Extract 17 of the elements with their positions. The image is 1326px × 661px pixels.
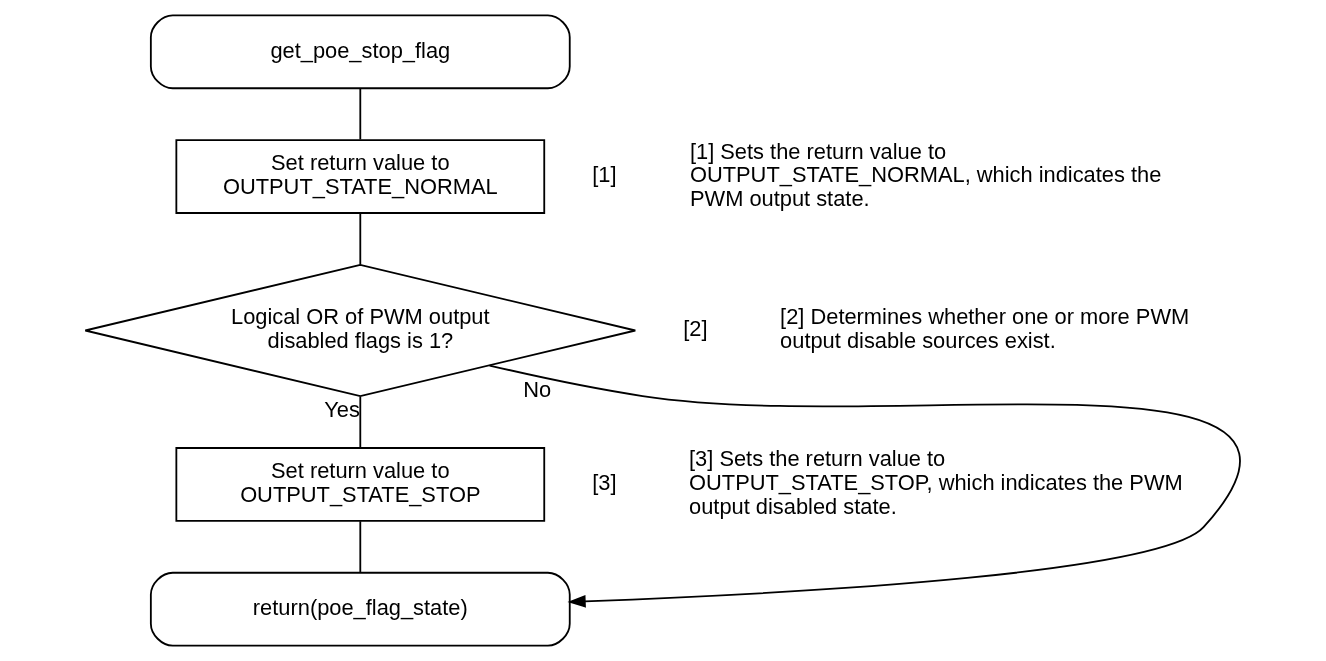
- connector: [359, 396, 362, 449]
- edge-label: No: [523, 376, 552, 402]
- arrow: [488, 364, 1241, 608]
- node-box: Set return value to OUTPUT_STATE_STOP: [175, 447, 546, 522]
- connector: [359, 87, 362, 141]
- node-label: [1]: [592, 162, 617, 188]
- node-box: return(poe_flag_state): [149, 571, 571, 647]
- connector: [359, 212, 362, 266]
- node-label: [2]: [683, 316, 708, 342]
- label: [3] Sets the return value to OUTPUT_STATE_STOP, which indicates the PWM output disabled state.: [689, 446, 1183, 519]
- node-label: [3]: [592, 470, 617, 496]
- label: [1] Sets the return value to OUTPUT_STATE_NORMAL, which indicates the PWM output state.: [689, 138, 1162, 211]
- label: [2] Determines whether one or more PWM output disable sources exist.: [780, 304, 1190, 353]
- node-box: Set return value to OUTPUT_STATE_NORMAL: [175, 139, 546, 214]
- connector: [359, 520, 362, 573]
- node-box: get_poe_stop_flag: [149, 14, 571, 90]
- edge-label: Yes: [324, 397, 360, 423]
